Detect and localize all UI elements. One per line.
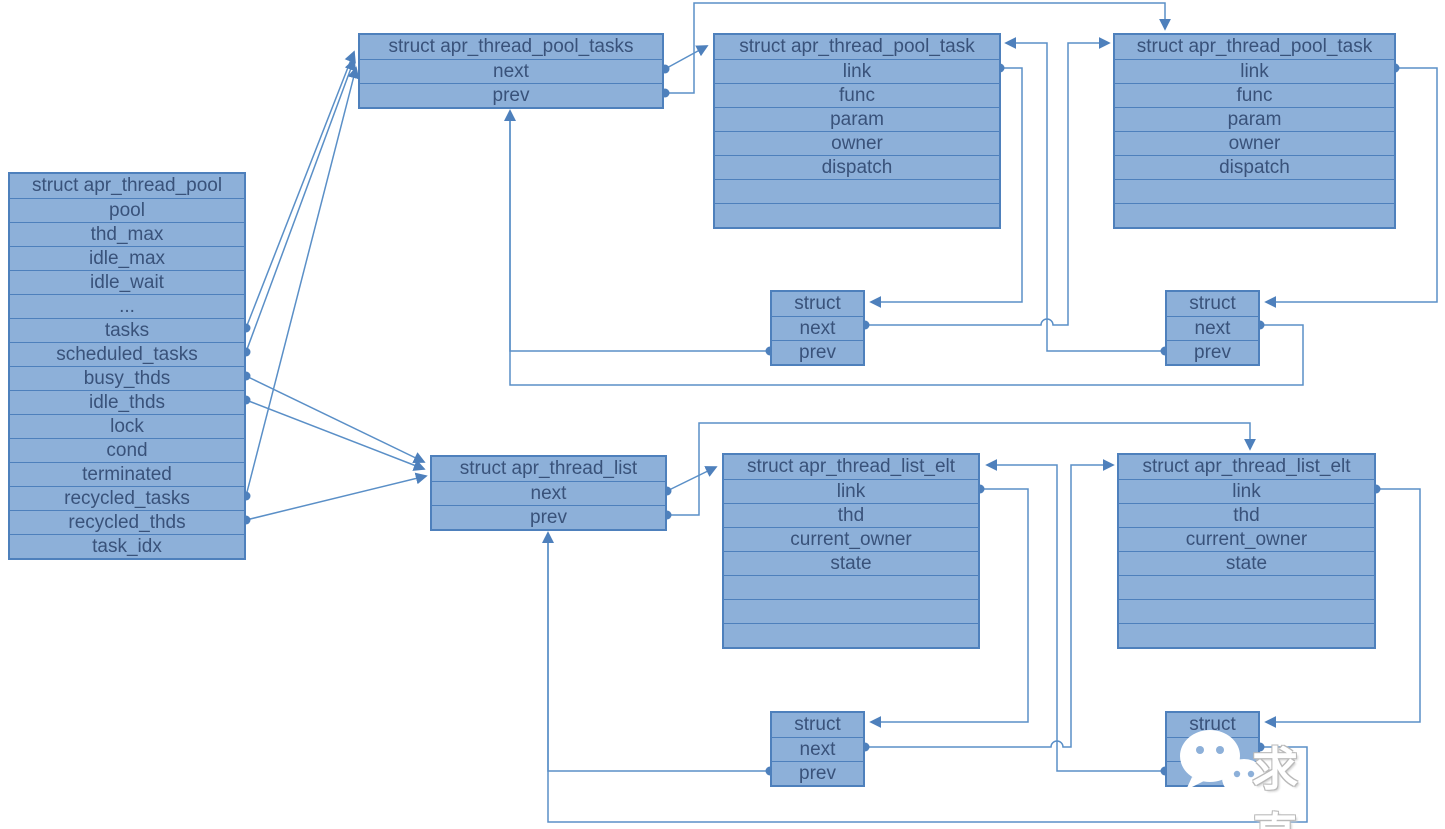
struct-field-row: current_owner — [1119, 527, 1374, 551]
struct-field-row: prev — [772, 761, 863, 785]
struct-field-row: owner — [715, 131, 999, 155]
struct-field-row: next — [1167, 316, 1258, 340]
arrow-eltlink2-prev-to-elt1 — [985, 459, 1170, 776]
struct-field-row: thd — [724, 503, 978, 527]
struct-field-row: idle_thds — [10, 390, 244, 414]
struct-field-row — [724, 599, 978, 623]
arrow-list-next-to-elt1 — [662, 466, 718, 496]
struct-field-row: current_owner — [724, 527, 978, 551]
struct-field-row: prev — [432, 505, 665, 529]
arrow-pool-recycled-tasks-to-head — [241, 66, 360, 501]
struct-field-row: prev — [360, 83, 662, 107]
struct-field-row: state — [1119, 551, 1374, 575]
struct-field-row: dispatch — [1115, 155, 1394, 179]
struct-title: struct — [1189, 714, 1236, 735]
arrow-head-prev-to-task2 — [660, 2, 1171, 98]
struct-field-row: thd — [1119, 503, 1374, 527]
struct-field-row: terminated — [10, 462, 244, 486]
struct-title: struct apr_thread_list_elt — [1142, 456, 1351, 477]
struct-field-row: recycled_tasks — [10, 486, 244, 510]
struct-field-row — [1119, 623, 1374, 647]
struct-field-row — [715, 179, 999, 203]
struct-field-row: lock — [10, 414, 244, 438]
struct-field-row: link — [1119, 479, 1374, 503]
struct-field-row: prev — [1167, 761, 1258, 785]
struct-field-row: prev — [1167, 340, 1258, 364]
struct-field-row — [1115, 179, 1394, 203]
arrow-eltlink2-next-to-list — [542, 531, 1308, 823]
arrow-task2-link-to-linkbox2 — [1264, 63, 1438, 308]
arrow-linkbox2-next-to-head — [504, 109, 1304, 386]
struct-field-row: link — [724, 479, 978, 503]
struct-field-row: link — [715, 59, 999, 83]
struct-field-row: busy_thds — [10, 366, 244, 390]
struct-field-row: tasks — [10, 318, 244, 342]
struct-title: struct apr_thread_pool_tasks — [388, 36, 634, 57]
struct-field-row: next — [432, 481, 665, 505]
struct-field-row: next — [360, 59, 662, 83]
struct-field-row: next — [772, 316, 863, 340]
arrow-head-next-to-task1 — [660, 45, 709, 74]
struct-field-row: owner — [1115, 131, 1394, 155]
struct-title: struct apr_thread_list — [459, 458, 638, 479]
struct-field-row: next — [772, 737, 863, 761]
struct-field-row: link — [1115, 59, 1394, 83]
struct-field-row: func — [715, 83, 999, 107]
struct-field-row: task_idx — [10, 534, 244, 558]
struct-field-row: param — [715, 107, 999, 131]
struct-field-row: param — [1115, 107, 1394, 131]
arrow-pool-idle-thds-to-list — [241, 395, 426, 471]
struct-title: struct apr_thread_pool — [31, 175, 223, 196]
arrow-pool-recycled-thds-to-list — [241, 472, 428, 525]
struct-title: struct apr_thread_list_elt — [746, 456, 956, 477]
struct-title: struct apr_thread_pool_task — [1136, 36, 1373, 57]
arrow-pool-busy-thds-to-list — [241, 371, 426, 463]
struct-field-row: dispatch — [715, 155, 999, 179]
arrow-linkbox2-prev-to-task1 — [1004, 37, 1170, 356]
struct-field-row — [1119, 599, 1374, 623]
arrow-elt2-link-to-linkbox2 — [1264, 484, 1421, 728]
struct-field-row — [724, 623, 978, 647]
struct-field-row — [715, 203, 999, 227]
arrow-pool-scheduled-tasks-to-head — [241, 58, 357, 357]
struct-field-row: next — [1167, 737, 1258, 761]
struct-field-row — [724, 575, 978, 599]
struct-field-row: idle_wait — [10, 270, 244, 294]
struct-field-row: prev — [772, 340, 863, 364]
struct-field-row: cond — [10, 438, 244, 462]
struct-field-row: ... — [10, 294, 244, 318]
struct-title: struct — [794, 293, 841, 314]
struct-field-row: recycled_thds — [10, 510, 244, 534]
struct-field-row: scheduled_tasks — [10, 342, 244, 366]
struct-field-row: state — [724, 551, 978, 575]
struct-field-row — [1115, 203, 1394, 227]
struct-title: struct apr_thread_pool_task — [739, 36, 975, 57]
struct-field-row: func — [1115, 83, 1394, 107]
arrow-list-prev-to-elt2 — [662, 422, 1256, 520]
struct-title: struct — [1189, 293, 1236, 314]
struct-title: struct — [794, 714, 841, 735]
struct-field-row: thd_max — [10, 222, 244, 246]
struct-field-row — [1119, 575, 1374, 599]
struct-field-row: idle_max — [10, 246, 244, 270]
struct-field-row: pool — [10, 198, 244, 222]
